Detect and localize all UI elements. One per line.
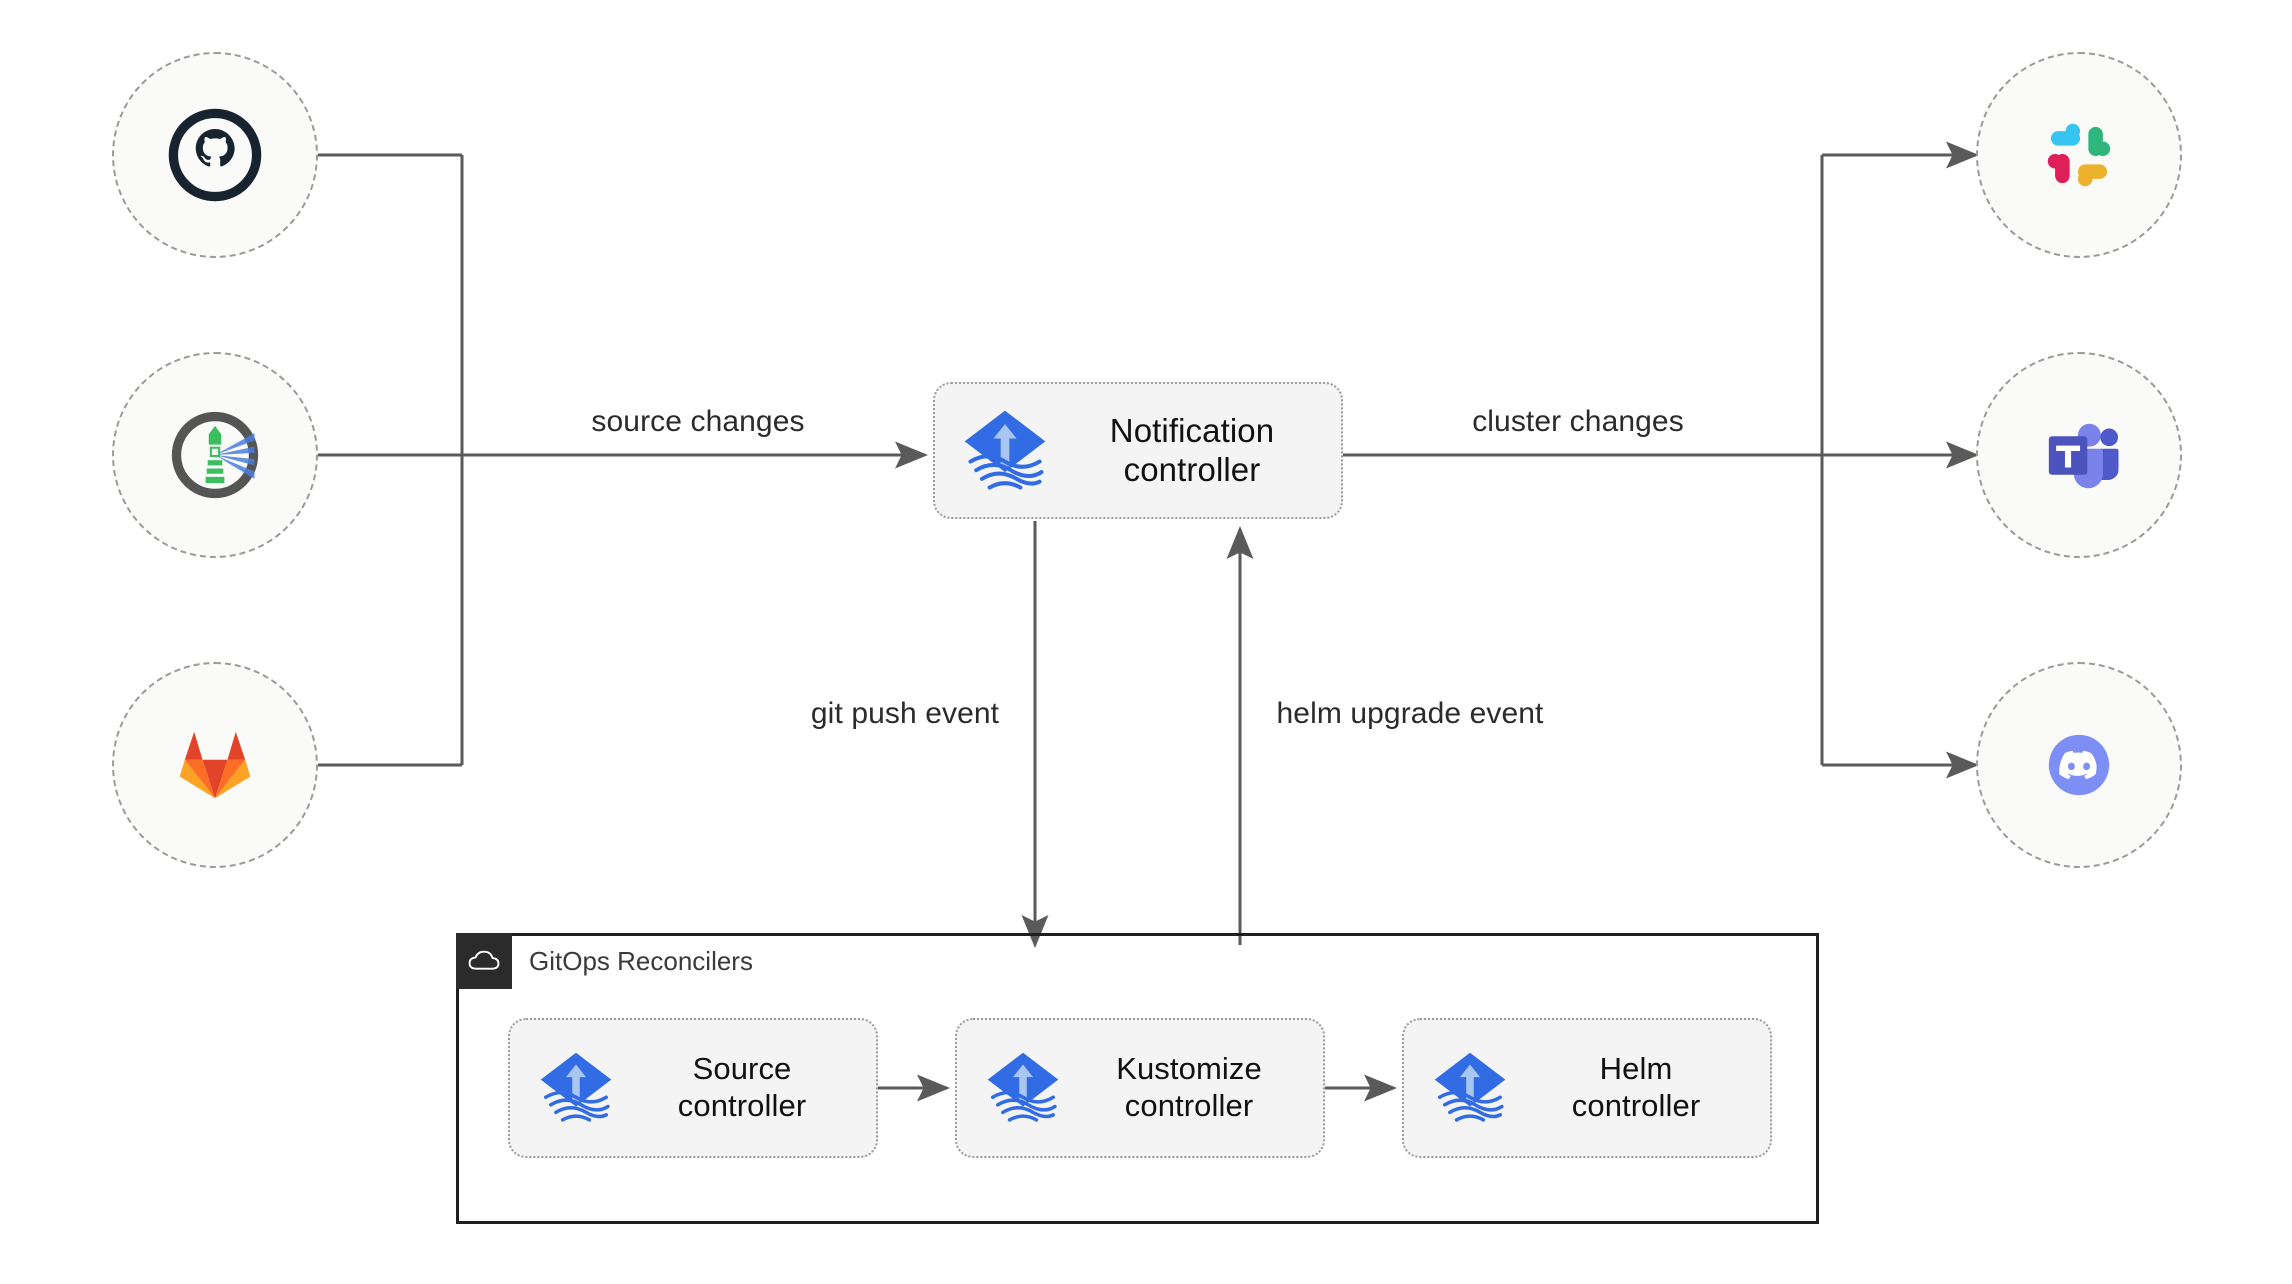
helm-controller-line2: controller [1571, 1088, 1701, 1123]
edge-label-helm-upgrade-event: helm upgrade event [1266, 694, 1554, 734]
edge-label-cluster-changes: cluster changes [1462, 402, 1694, 442]
cloud-icon-chip [456, 933, 512, 989]
edge-label-source-changes: source changes [581, 402, 815, 442]
flux-icon [1434, 1052, 1506, 1122]
discord-icon [2048, 734, 2110, 796]
source-controller-label: Source controller [618, 1051, 876, 1124]
source-node-github[interactable] [112, 52, 318, 258]
gitops-reconcilers-title: GitOps Reconcilers [529, 945, 753, 976]
notification-controller-label: Notification controller [1053, 412, 1341, 490]
source-node-flux[interactable] [112, 352, 318, 558]
source-controller-box[interactable]: Source controller [508, 1018, 878, 1158]
gitops-reconcilers-container [456, 933, 1819, 1224]
notification-controller-line2: controller [1123, 450, 1261, 488]
gitops-reconcilers-header: GitOps Reconcilers [456, 933, 753, 989]
source-controller-line2: controller [677, 1088, 807, 1123]
helm-controller-label: Helm controller [1512, 1051, 1770, 1124]
cloud-icon [468, 950, 500, 970]
flux-lighthouse-icon [171, 411, 259, 499]
kustomize-controller-line1: Kustomize [1116, 1051, 1262, 1087]
ms-teams-icon [2048, 423, 2119, 489]
notification-controller-line1: Notification [1109, 411, 1275, 449]
destination-node-discord[interactable] [1976, 662, 2182, 868]
flux-icon [987, 1052, 1059, 1122]
kustomize-controller-line2: controller [1124, 1088, 1254, 1123]
notification-controller-box[interactable]: Notification controller [933, 382, 1343, 519]
source-node-gitlab[interactable] [112, 662, 318, 868]
kustomize-controller-box[interactable]: Kustomize controller [955, 1018, 1325, 1158]
flux-icon [540, 1052, 612, 1122]
gitlab-icon [179, 731, 251, 799]
source-controller-line1: Source [692, 1051, 792, 1087]
slack-icon [2047, 123, 2111, 187]
helm-controller-line1: Helm [1599, 1051, 1673, 1087]
kustomize-controller-label: Kustomize controller [1065, 1051, 1323, 1124]
destination-node-teams[interactable] [1976, 352, 2182, 558]
flux-icon [964, 410, 1046, 489]
destination-node-slack[interactable] [1976, 52, 2182, 258]
edge-label-git-push-event: git push event [800, 694, 1010, 734]
helm-controller-box[interactable]: Helm controller [1402, 1018, 1772, 1158]
github-icon [168, 108, 262, 202]
